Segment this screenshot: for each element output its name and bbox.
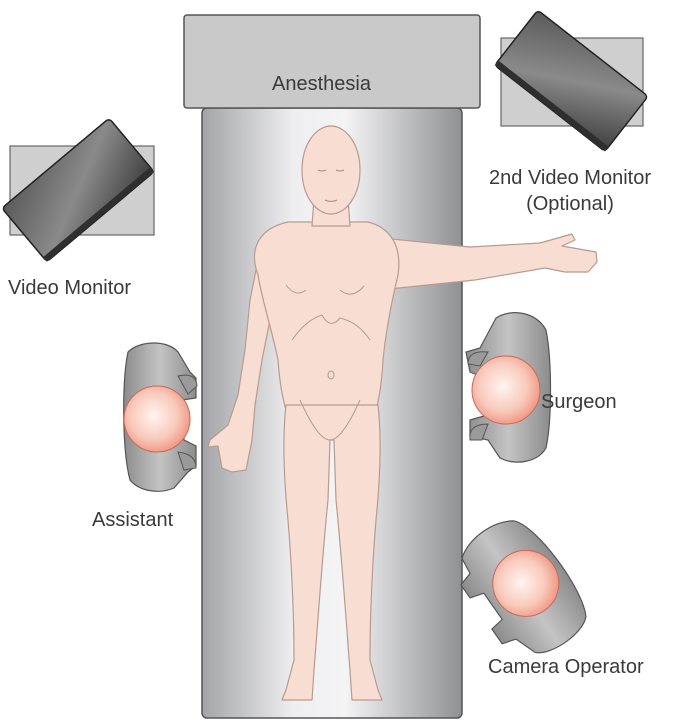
assistant-figure-icon: [123, 342, 198, 492]
anesthesia-station: [183, 14, 481, 109]
surgeon-figure-icon: [465, 312, 552, 463]
patient-figure: [207, 125, 598, 701]
second-video-monitor-label-line1: 2nd Video Monitor: [489, 167, 651, 189]
video-monitor-icon: [2, 119, 155, 262]
surgeon-label: Surgeon: [541, 391, 617, 413]
second-video-monitor-icon: [494, 10, 648, 152]
camera-operator-label: Camera Operator: [488, 656, 644, 678]
video-monitor-label: Video Monitor: [8, 277, 132, 299]
assistant-label: Assistant: [92, 509, 174, 531]
second-video-monitor-label-line2: (Optional): [526, 193, 614, 215]
camera-operator-figure-icon: [460, 520, 587, 654]
anesthesia-label: Anesthesia: [272, 73, 371, 95]
second-video-monitor-label: 2nd Video Monitor (Optional): [472, 165, 668, 217]
